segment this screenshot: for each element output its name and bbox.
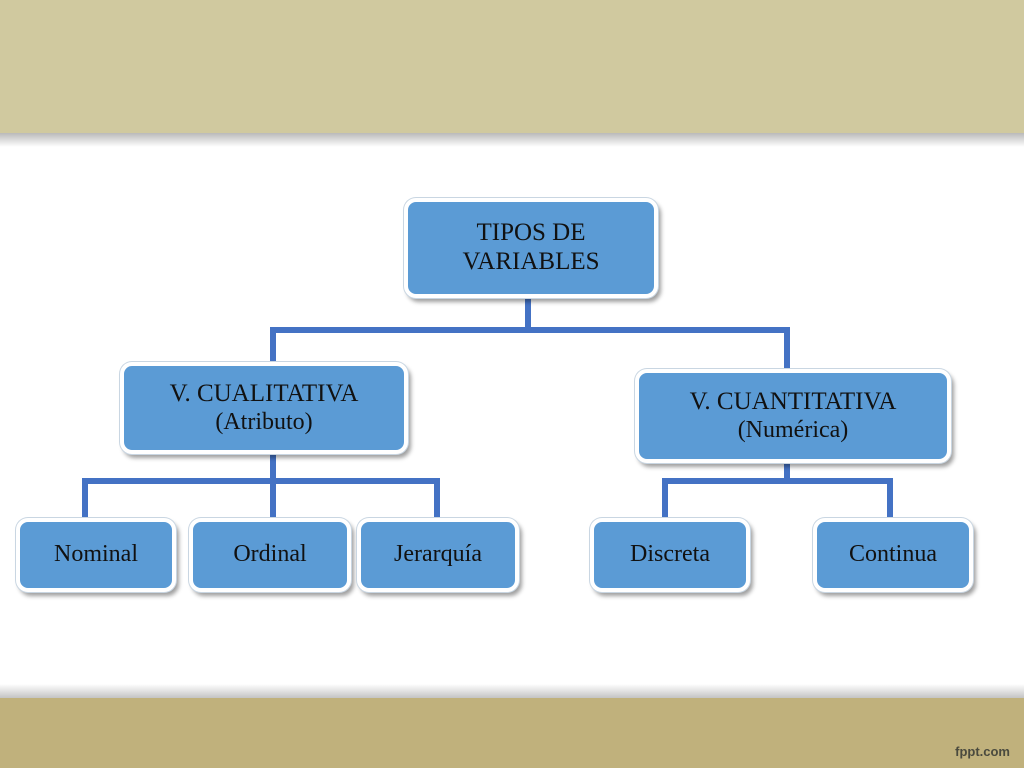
leaf-label-continua: Continua [849,541,937,568]
quantitative-node: V. CUANTITATIVA (Numérica) [635,369,951,463]
root-line-2: VARIABLES [462,248,600,275]
leaf-node-nominal: Nominal [16,518,176,592]
quantitative-title: V. CUANTITATIVA [689,387,897,415]
root-line-1: TIPOS DE [476,219,586,247]
root-node: TIPOS DE VARIABLES [404,198,658,298]
leaf-label-ordinal: Ordinal [233,541,307,568]
qualitative-title: V. CUALITATIVA [169,379,359,407]
quantitative-subtitle: (Numérica) [737,416,849,443]
leaf-node-discreta: Discreta [590,518,750,592]
qualitative-subtitle: (Atributo) [215,408,313,435]
leaf-node-continua: Continua [813,518,973,592]
leaf-label-discreta: Discreta [630,541,710,568]
header-shadow [0,133,1024,147]
qualitative-node: V. CUALITATIVA (Atributo) [120,362,408,454]
footer-band: fppt.com [0,698,1024,768]
leaf-node-ordinal: Ordinal [189,518,351,592]
leaf-label-nominal: Nominal [54,541,138,568]
leaf-node-jerarquia: Jerarquía [357,518,519,592]
leaf-label-jerarquia: Jerarquía [394,541,482,568]
brand-watermark: fppt.com [955,744,1010,759]
header-band [0,0,1024,133]
footer-shadow [0,684,1024,698]
